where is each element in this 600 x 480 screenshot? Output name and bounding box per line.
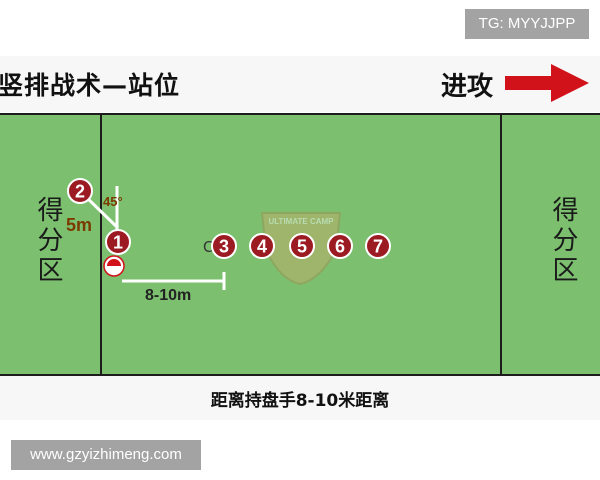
player-marker-3: 3 — [211, 233, 237, 259]
right-endzone-label: 得分区 — [548, 196, 578, 286]
page-title: 竖排战术—站位 — [0, 71, 181, 100]
player-marker-4: 4 — [249, 233, 275, 259]
player-marker-7: 7 — [365, 233, 391, 259]
player-number: 3 — [219, 237, 229, 257]
diagonal-line — [82, 193, 120, 230]
player-marker-6: 6 — [327, 233, 353, 259]
short-distance-label: 5m — [66, 215, 92, 235]
tg-watermark: TG: MYYJJPP — [465, 9, 589, 39]
diagram-caption: 距离持盘手8-10米距离 — [210, 391, 390, 411]
left-endzone-line — [100, 113, 102, 376]
left-endzone-label: 得分区 — [33, 196, 63, 286]
player-marker-1: 1 — [105, 229, 131, 255]
attack-direction-label: 进攻 — [441, 72, 494, 102]
disc-marker: C — [203, 239, 215, 256]
header-bar — [0, 56, 600, 112]
angle-label: 45° — [103, 194, 123, 209]
player-number: 2 — [75, 182, 85, 202]
player-number: 4 — [257, 237, 267, 257]
logo-text: ULTIMATE CAMP — [268, 217, 334, 226]
player-number: 1 — [113, 233, 123, 253]
player-number: 7 — [373, 237, 383, 257]
player-number: 5 — [297, 237, 307, 257]
player-number: 6 — [335, 237, 345, 257]
handler-icon — [103, 255, 125, 277]
footer-bar — [0, 376, 600, 420]
long-distance-label: 8-10m — [145, 287, 191, 304]
player-marker-2: 2 — [67, 178, 93, 204]
site-watermark: www.gzyizhimeng.com — [11, 440, 201, 470]
right-endzone-line — [500, 113, 502, 376]
right-arrow-icon — [505, 64, 589, 102]
player-marker-5: 5 — [289, 233, 315, 259]
